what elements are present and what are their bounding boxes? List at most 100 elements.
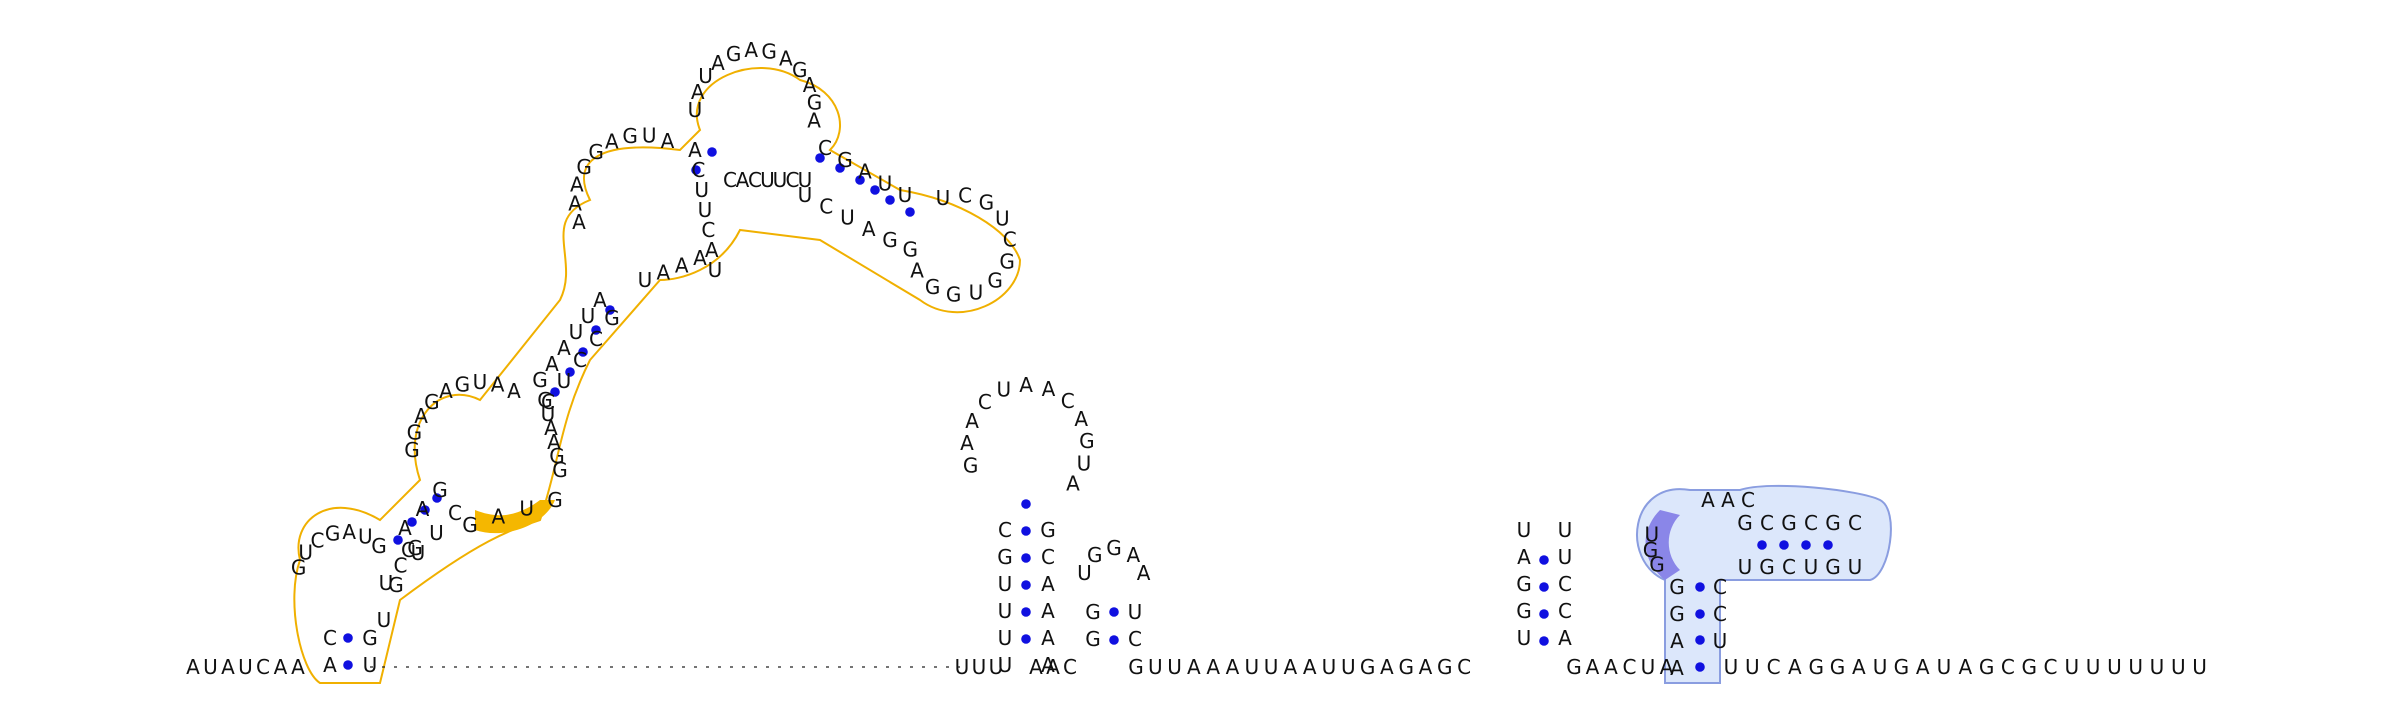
nucleotide-37: U — [1724, 655, 1739, 679]
nucleotide-213: U — [1558, 545, 1573, 569]
nucleotide-121: A — [661, 129, 675, 153]
nucleotide-239: U — [1804, 555, 1819, 579]
nucleotide-50: C — [2001, 655, 2015, 679]
nucleotide-193: C — [1061, 389, 1075, 413]
nucleotide-19: U — [1244, 655, 1259, 679]
nucleotide-212: U — [1558, 518, 1573, 542]
nucleotide-86: G — [424, 390, 440, 414]
nucleotide-161: G — [882, 228, 898, 252]
base-pair-dot — [835, 163, 845, 173]
nucleotide-126: A — [688, 138, 702, 162]
base-pair-dot — [1695, 582, 1705, 592]
nucleotide-94: U — [519, 496, 534, 520]
nucleotide-222: C — [1713, 602, 1727, 626]
nucleotide-172: A — [910, 259, 924, 283]
nucleotide-122: U — [638, 268, 653, 292]
nucleotide-103: U — [581, 304, 596, 328]
nucleotide-179: U — [998, 653, 1013, 677]
base-pair-dot — [1021, 607, 1031, 617]
nucleotide-4: C — [256, 655, 270, 679]
nucleotide-153: G — [837, 148, 853, 172]
nucleotide-230: G — [1737, 511, 1753, 535]
nucleotide-130: C — [701, 218, 715, 242]
nucleotide-51: G — [2021, 655, 2037, 679]
nucleotide-197: A — [1066, 472, 1080, 496]
nucleotide-47: U — [1937, 655, 1952, 679]
nucleotide-24: U — [1341, 655, 1356, 679]
nucleotide-119: G — [622, 124, 638, 148]
nucleotide-61: G — [362, 626, 378, 650]
nucleotide-2: A — [221, 655, 235, 679]
base-pairs — [343, 147, 1833, 672]
nucleotide-28: A — [1419, 655, 1433, 679]
base-pair-dot — [1021, 553, 1031, 563]
base-pair-dot — [1823, 540, 1833, 550]
nucleotide-219: A — [1670, 629, 1684, 653]
nucleotide-113: A — [572, 210, 586, 234]
base-pair-dot — [1109, 607, 1119, 617]
nucleotide-146: A — [736, 168, 750, 192]
domain-a-orange-mark — [475, 500, 555, 534]
nucleotide-100: U — [541, 402, 556, 426]
nucleotide-104: U — [569, 320, 584, 344]
nucleotide-156: U — [898, 183, 913, 207]
nucleotide-196: U — [1077, 452, 1092, 476]
base-pair-dot — [1539, 582, 1549, 592]
nucleotide-58: U — [2171, 655, 2186, 679]
nucleotide-56: U — [2128, 655, 2143, 679]
nucleotide-134: A — [691, 80, 705, 104]
nucleotide-52: C — [2044, 655, 2058, 679]
nucleotide-135: U — [698, 64, 713, 88]
nucleotide-25: G — [1360, 655, 1376, 679]
nucleotide-201: C — [1128, 627, 1142, 651]
nucleotide-131: A — [705, 238, 719, 262]
nucleotide-200: U — [1128, 600, 1143, 624]
nucleotide-35: U — [1641, 655, 1656, 679]
nucleotide-141: G — [792, 58, 808, 82]
nucleotide-107: G — [532, 368, 548, 392]
nucleotide-77: A — [398, 516, 412, 540]
base-pair-dot — [707, 147, 717, 157]
nucleotide-71: U — [379, 571, 394, 595]
nucleotide-93: A — [491, 505, 505, 529]
nucleotide-240: G — [1825, 555, 1841, 579]
nucleotide-163: C — [958, 183, 972, 207]
nucleotide-211: U — [1517, 626, 1532, 650]
nucleotide-178: U — [998, 626, 1013, 650]
nucleotide-21: A — [1284, 655, 1298, 679]
nucleotide-140: A — [779, 47, 793, 71]
nucleotide-185: A — [1041, 653, 1055, 677]
nucleotide-164: G — [979, 191, 995, 215]
nucleotide-114: A — [568, 192, 582, 216]
nucleotide-142: A — [803, 73, 817, 97]
nucleotide-102: A — [593, 288, 607, 312]
domain-b-outline — [1636, 484, 1892, 684]
nucleotide-147: C — [748, 168, 762, 192]
nucleotide-194: A — [1074, 407, 1088, 431]
base-pair-dot — [578, 347, 588, 357]
nucleotide-168: G — [987, 269, 1003, 293]
base-pair-dot — [1695, 662, 1705, 672]
nucleotide-106: A — [545, 352, 559, 376]
nucleotide-74: C — [401, 538, 415, 562]
nucleotide-65: U — [298, 540, 313, 564]
nucleotide-214: C — [1558, 572, 1572, 596]
base-pair-dot — [815, 153, 825, 163]
nucleotide-118: A — [605, 129, 619, 153]
nucleotide-137: G — [726, 42, 742, 66]
nucleotide-23: U — [1322, 655, 1337, 679]
nucleotide-89: U — [473, 370, 488, 394]
base-pair-dot — [905, 207, 915, 217]
base-pair-dot — [605, 305, 615, 315]
nucleotide-12: C — [1063, 655, 1077, 679]
nucleotide-108: G — [604, 306, 620, 330]
nucleotide-217: G — [1669, 575, 1685, 599]
nucleotide-64: G — [291, 556, 307, 580]
nucleotide-53: U — [2064, 655, 2079, 679]
nucleotide-98: A — [547, 430, 561, 454]
nucleotide-8: U — [972, 655, 987, 679]
nucleotide-83: G — [404, 438, 420, 462]
nucleotide-109: C — [589, 327, 603, 351]
nucleotide-195: G — [1079, 429, 1095, 453]
